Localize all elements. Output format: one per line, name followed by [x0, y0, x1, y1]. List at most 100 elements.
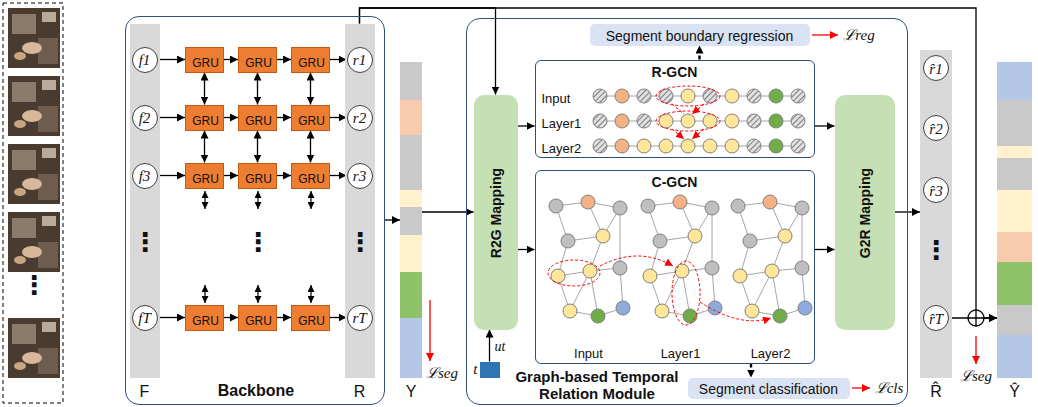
- node-label: r̂T: [929, 311, 943, 328]
- label-bar: Ŷ: [997, 62, 1032, 378]
- node-label: Layer1: [661, 347, 701, 362]
- graph-cluster: [641, 195, 722, 323]
- text-slot: C-GCN: [536, 173, 814, 191]
- node-label: R2G Mapping: [488, 168, 504, 258]
- text-slot: f2: [133, 109, 157, 127]
- bar-segment: [997, 100, 1032, 146]
- gru-cell: GRU: [185, 105, 224, 131]
- node-label: GRU: [245, 57, 272, 71]
- graph-node: [769, 139, 783, 153]
- node-label: GRU: [298, 315, 325, 329]
- node-label: GRU: [245, 173, 272, 187]
- flow-arrow: [385, 219, 400, 220]
- gru-stub: [310, 285, 311, 303]
- text-slot: Segment boundary regression: [590, 27, 810, 45]
- loss-label: ℒseg: [960, 368, 992, 385]
- node-label: R-GCN: [652, 64, 698, 80]
- video-frame: [8, 144, 60, 204]
- node-label: GRU: [245, 115, 272, 129]
- flow-arrow: [158, 59, 186, 60]
- feature-node: r̂3: [923, 177, 949, 203]
- text-slot: GRU: [292, 53, 331, 71]
- loss-label: ℒcls: [875, 380, 904, 397]
- flow-arrow: [224, 175, 238, 176]
- node-label: r̂2: [929, 121, 942, 138]
- gru-cell: GRU: [238, 47, 277, 73]
- text-slot: Backbone: [126, 382, 386, 400]
- node-label: G2R Mapping: [857, 168, 873, 258]
- text-slot: GRU: [186, 111, 225, 129]
- bar-segment: [997, 190, 1032, 232]
- loss-arrow: [812, 34, 838, 35]
- graph-node: [681, 114, 695, 128]
- graph-chain: [600, 96, 798, 146]
- bar-segment: [400, 135, 422, 190]
- text-slot: ut: [494, 337, 507, 355]
- text-slot: ⋮: [335, 229, 385, 255]
- text-slot: GRU: [239, 53, 278, 71]
- text-slot: t: [466, 360, 478, 378]
- node-label: GRU: [245, 315, 272, 329]
- task-head: Segment boundary regression: [590, 24, 810, 46]
- bar-segment: [400, 235, 422, 272]
- loss-arrows: [430, 35, 976, 388]
- node-label: C-GCN: [652, 174, 698, 190]
- text-slot: GRU: [239, 111, 278, 129]
- gru-cell: GRU: [238, 163, 277, 189]
- node-label: f1: [139, 52, 151, 69]
- flow-arrow: [489, 330, 490, 362]
- bar-segment: [997, 158, 1032, 190]
- text-slot: f3: [133, 167, 157, 185]
- gcn-box: C-GCNInputLayer1Layer2: [535, 170, 815, 364]
- feature-node: r̂1: [923, 55, 949, 81]
- node-label: GRU: [192, 173, 219, 187]
- graph-node: [747, 114, 761, 128]
- text-slot: Y: [386, 383, 436, 401]
- node-label: Layer2: [751, 347, 791, 362]
- flow-arrow: [224, 117, 238, 118]
- bar-segment: [997, 62, 1032, 100]
- flow-arrow: [815, 125, 835, 126]
- feature-node: rT: [347, 305, 373, 331]
- text-slot: r̂2: [924, 120, 948, 138]
- graph-node: [637, 89, 651, 103]
- video-frame: [8, 76, 60, 136]
- graph-node: [615, 114, 629, 128]
- feature-node: f2: [132, 105, 158, 131]
- neighborhood-outline: [548, 260, 600, 286]
- text-slot: Input: [542, 89, 598, 107]
- flow-arrow: [224, 317, 238, 318]
- video-frame: [8, 8, 60, 68]
- feature-column: Rr1r2r3rT: [345, 24, 375, 378]
- loss-arrow: [852, 387, 870, 388]
- graph-node: [637, 114, 651, 128]
- flow-arrow: [360, 8, 998, 318]
- gru-cell: GRU: [291, 163, 330, 189]
- flow-arrow: [277, 117, 291, 118]
- text-slot: R-GCN: [536, 63, 814, 81]
- text-slot: Ŷ: [983, 383, 1038, 401]
- text-slot: ⋮: [911, 237, 961, 263]
- feature-node: r2: [347, 105, 373, 131]
- node-label: Segment classification: [699, 381, 838, 397]
- bar-segment: [997, 335, 1032, 378]
- node-label: GRU: [192, 57, 219, 71]
- text-slot: ℒseg: [417, 364, 467, 382]
- node-label: Graph-based Temporal Relation Module: [507, 368, 687, 403]
- gru-cell: GRU: [291, 105, 330, 131]
- feature-node: r̂2: [923, 115, 949, 141]
- graph-node: [637, 139, 651, 153]
- text-slot: Layer1: [651, 344, 711, 362]
- ellipsis-mark: ⋮: [923, 237, 949, 263]
- gru-stub: [204, 191, 205, 209]
- flow-arrow: [158, 175, 186, 176]
- mapping-box: R2G Mapping: [474, 95, 518, 330]
- graph-node: [681, 89, 695, 103]
- feature-column: R̂r̂1r̂2r̂3r̂T: [920, 50, 952, 378]
- gru-stub: [257, 191, 258, 209]
- graph-node: [659, 139, 673, 153]
- node-label: t: [473, 361, 477, 378]
- flow-arrow: [277, 317, 291, 318]
- node-label: fT: [138, 310, 151, 327]
- flow-arrow: [518, 249, 535, 250]
